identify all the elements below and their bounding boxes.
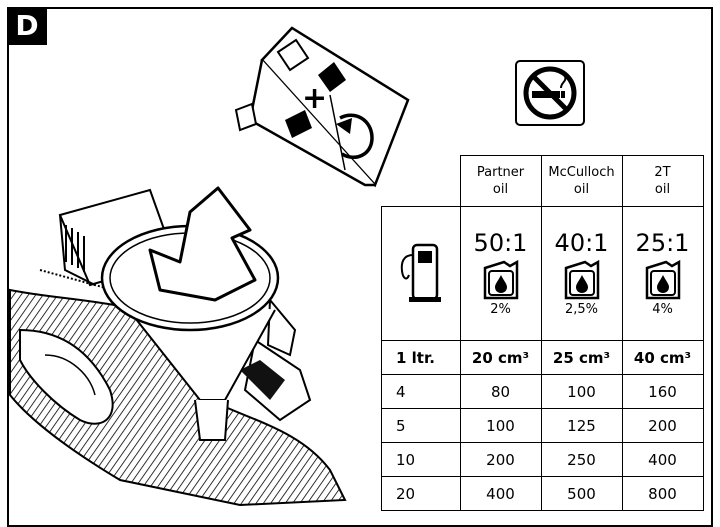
ratio-cell-mcculloch: 40:1 2,5% <box>540 206 623 341</box>
table-row: 4 80 100 160 <box>381 374 704 409</box>
fuel-can-icon: + <box>234 26 410 188</box>
unit-row: 1 ltr. 20 cm³ 25 cm³ 40 cm³ <box>381 340 704 375</box>
fuel-pump-icon <box>400 243 441 302</box>
fuel-mix-table: Partner oil McCulloch oil 2T oil 50:1 <box>381 155 704 511</box>
ratio-cell-partner: 50:1 2% <box>459 206 542 341</box>
oil-can-icon <box>483 259 518 300</box>
table-row: 10 200 250 400 <box>381 442 704 477</box>
table-header-row: Partner oil McCulloch oil 2T oil <box>381 155 704 207</box>
fuel-pump-cell <box>381 206 461 341</box>
fueling-illustration: + <box>9 26 410 507</box>
no-smoking-icon <box>515 60 585 126</box>
svg-text:+: + <box>302 81 327 116</box>
pour-arrow-icon <box>148 186 257 302</box>
machine-body <box>9 188 347 507</box>
oil-can-icon <box>564 259 599 300</box>
header-mcculloch-oil: McCulloch oil <box>540 155 623 207</box>
header-partner-oil: Partner oil <box>459 155 542 207</box>
ratio-cell-2t: 25:1 4% <box>621 206 704 341</box>
ratio-row: 50:1 2% 40:1 2,5% 25:1 4% <box>381 206 704 341</box>
oil-can-icon <box>645 259 680 300</box>
table-row: 5 100 125 200 <box>381 408 704 443</box>
table-row: 20 400 500 800 <box>381 476 704 511</box>
section-label: D <box>7 7 47 45</box>
header-2t-oil: 2T oil <box>621 155 704 207</box>
